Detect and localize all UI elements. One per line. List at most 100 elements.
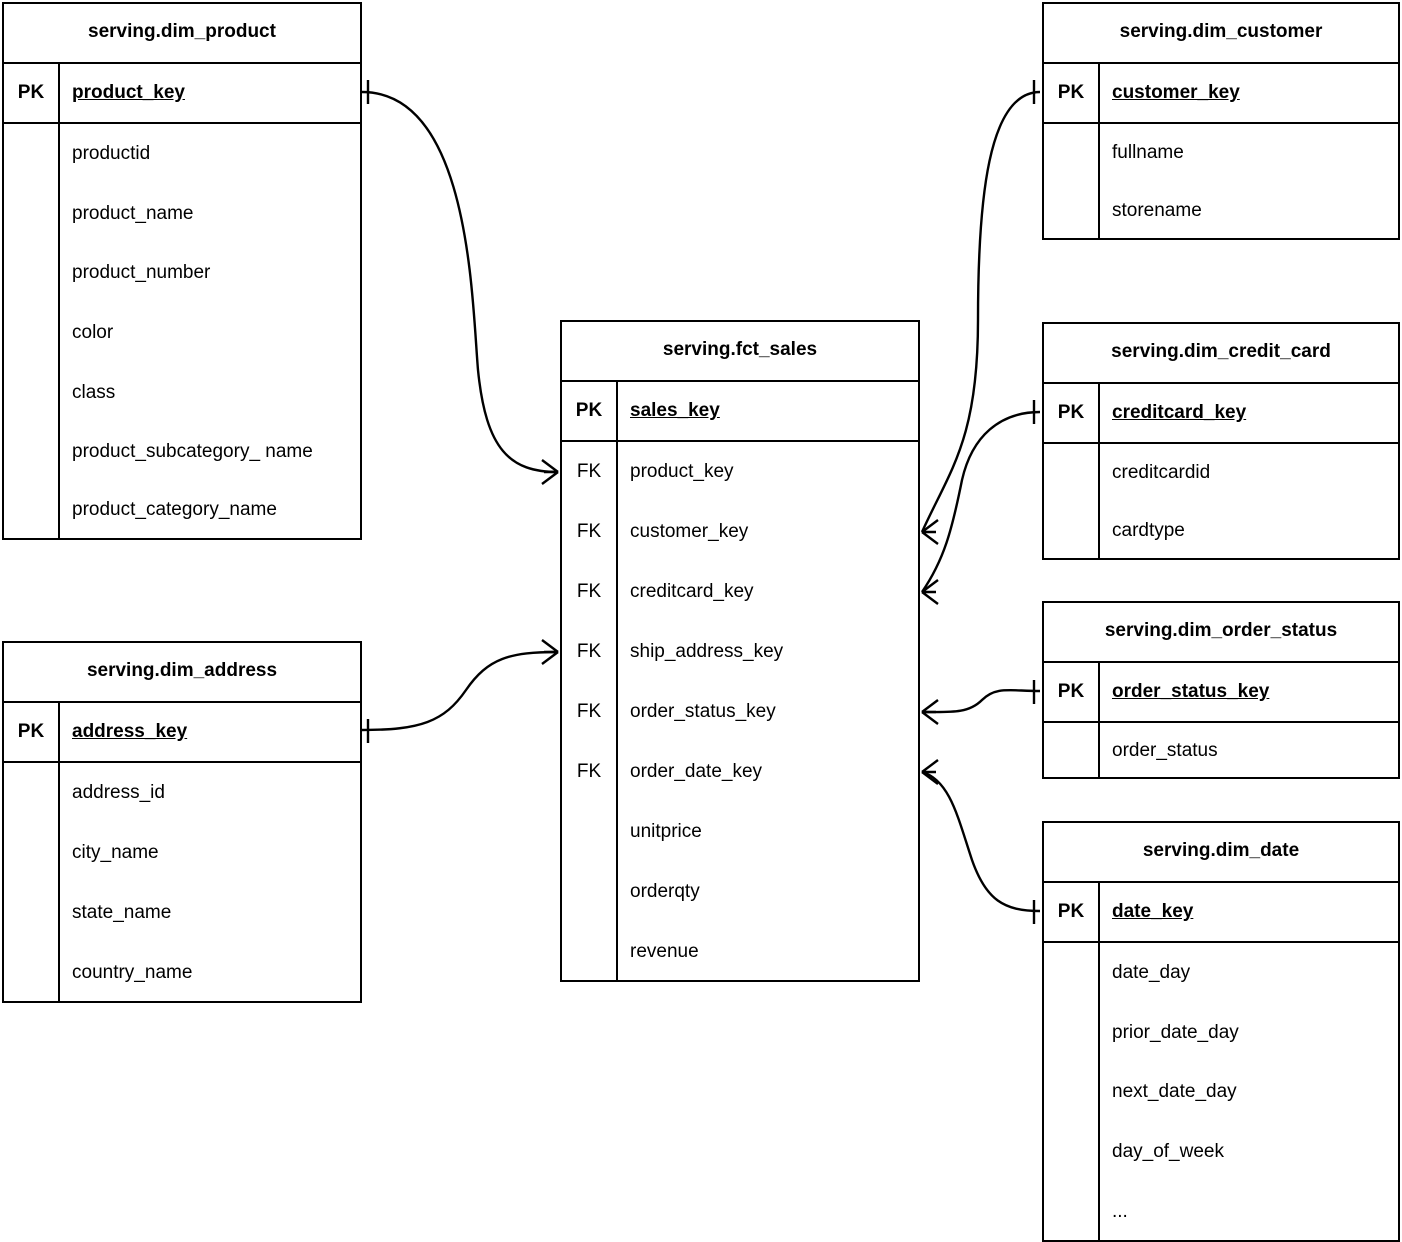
attribute-row: order_status xyxy=(1112,740,1218,761)
attribute-row: state_name xyxy=(72,902,172,923)
entity-dim-order-status[interactable]: serving.dim_order_status PK order_status… xyxy=(1042,601,1400,779)
attribute-row: prior_date_day xyxy=(1112,1021,1239,1043)
attribute-row: product_key xyxy=(630,461,734,482)
attribute-row: country_name xyxy=(72,962,193,983)
key-slot xyxy=(4,883,58,943)
attribute-row: product_subcategory_ name xyxy=(72,440,313,462)
attribute-row: order_status_key xyxy=(630,701,776,722)
entity-title-dim-address: serving.dim_address xyxy=(4,643,360,703)
pk-field-name: date_key xyxy=(1112,901,1194,922)
edge-product-to-sales xyxy=(361,90,559,474)
key-slot xyxy=(4,423,58,481)
entity-title-dim-date: serving.dim_date xyxy=(1044,823,1398,883)
key-slot xyxy=(1044,1063,1098,1123)
key-column xyxy=(1044,943,1100,1242)
key-slot xyxy=(4,763,58,823)
key-column: FK FK FK FK FK FK xyxy=(562,442,618,982)
pk-row-dim-address[interactable]: PK address_key xyxy=(4,703,360,763)
pk-field-name: product_key xyxy=(72,82,185,103)
pk-badge: PK xyxy=(562,382,618,440)
edge-creditcard-crowfoot xyxy=(921,579,939,605)
fk-badge: FK xyxy=(576,761,602,782)
key-column xyxy=(1044,444,1100,560)
entity-fct-sales[interactable]: serving.fct_sales PK sales_key FK FK FK … xyxy=(560,320,920,982)
attribute-list-dim-product: productid product_name product_number co… xyxy=(4,124,360,540)
attribute-row: ... xyxy=(1112,1201,1128,1223)
attribute-row: storename xyxy=(1112,200,1202,221)
key-slot xyxy=(1044,124,1098,182)
attribute-row: ship_address_key xyxy=(630,641,784,662)
attribute-row: cardtype xyxy=(1112,520,1185,541)
attribute-list-dim-address: address_id city_name state_name country_… xyxy=(4,763,360,1003)
fk-badge: FK xyxy=(576,461,602,482)
key-slot xyxy=(1044,1182,1098,1242)
pk-field-name: customer_key xyxy=(1112,82,1240,103)
key-slot xyxy=(1044,723,1098,779)
attribute-row: color xyxy=(72,322,114,344)
key-slot xyxy=(1044,502,1098,560)
attribute-row: date_day xyxy=(1112,961,1191,983)
edge-address-to-sales xyxy=(361,650,559,732)
edge-product-crowfoot xyxy=(541,459,559,485)
attribute-list-fct-sales: FK FK FK FK FK FK product_key customer_k… xyxy=(562,442,918,982)
attribute-row: product_number xyxy=(72,262,211,284)
key-slot xyxy=(4,184,58,244)
entity-dim-product[interactable]: serving.dim_product PK product_key produ… xyxy=(2,2,362,540)
attribute-row: next_date_day xyxy=(1112,1081,1237,1103)
attribute-list-dim-order-status: order_status xyxy=(1044,723,1398,779)
entity-title-dim-customer: serving.dim_customer xyxy=(1044,4,1398,64)
edge-customer-crowfoot xyxy=(921,519,939,545)
pk-badge: PK xyxy=(1044,663,1100,721)
pk-badge: PK xyxy=(1044,64,1100,122)
pk-row-dim-product[interactable]: PK product_key xyxy=(4,64,360,124)
key-column xyxy=(4,763,60,1003)
key-slot xyxy=(1044,182,1098,240)
name-column: address_id city_name state_name country_… xyxy=(60,763,360,1003)
key-column xyxy=(4,124,60,540)
attribute-row: order_date_key xyxy=(630,761,763,782)
key-slot xyxy=(4,243,58,303)
attribute-row: revenue xyxy=(630,941,699,962)
attribute-row: orderqty xyxy=(630,881,700,902)
entity-dim-customer[interactable]: serving.dim_customer PK customer_key ful… xyxy=(1042,2,1400,240)
key-slot xyxy=(562,802,616,862)
name-column: creditcardid cardtype xyxy=(1100,444,1398,560)
fk-badge: FK xyxy=(576,701,602,722)
attribute-row: product_category_name xyxy=(72,499,277,521)
key-slot xyxy=(562,862,616,922)
pk-row-fct-sales[interactable]: PK sales_key xyxy=(562,382,918,442)
edge-orderstatus-crowfoot xyxy=(921,699,939,725)
key-slot xyxy=(4,480,58,540)
entity-dim-credit-card[interactable]: serving.dim_credit_card PK creditcard_ke… xyxy=(1042,322,1400,560)
attribute-row: fullname xyxy=(1112,142,1184,163)
fk-badge: FK xyxy=(576,641,602,662)
pk-row-dim-customer[interactable]: PK customer_key xyxy=(1044,64,1398,124)
edge-orderstatus-to-sales xyxy=(921,688,1041,714)
entity-title-fct-sales: serving.fct_sales xyxy=(562,322,918,382)
entity-dim-address[interactable]: serving.dim_address PK address_key addre… xyxy=(2,641,362,1003)
edge-creditcard-to-sales xyxy=(921,410,1041,593)
pk-row-dim-date[interactable]: PK date_key xyxy=(1044,883,1398,943)
pk-badge: PK xyxy=(4,703,60,761)
pk-badge: PK xyxy=(1044,883,1100,941)
attribute-list-dim-date: date_day prior_date_day next_date_day da… xyxy=(1044,943,1398,1242)
entity-title-dim-credit-card: serving.dim_credit_card xyxy=(1044,324,1398,384)
attribute-row: customer_key xyxy=(630,521,749,542)
key-slot xyxy=(4,943,58,1003)
pk-row-dim-credit-card[interactable]: PK creditcard_key xyxy=(1044,384,1398,444)
name-column: productid product_name product_number co… xyxy=(60,124,360,540)
pk-field-name: address_key xyxy=(72,721,188,742)
name-column: fullname storename xyxy=(1100,124,1398,240)
entity-dim-date[interactable]: serving.dim_date PK date_key date_day pr… xyxy=(1042,821,1400,1242)
pk-badge: PK xyxy=(4,64,60,122)
attribute-row: creditcard_key xyxy=(630,581,754,602)
attribute-row: creditcardid xyxy=(1112,462,1211,483)
key-column xyxy=(1044,723,1100,779)
pk-row-dim-order-status[interactable]: PK order_status_key xyxy=(1044,663,1398,723)
attribute-row: day_of_week xyxy=(1112,1141,1224,1163)
pk-field-name: order_status_key xyxy=(1112,681,1270,702)
pk-field-name: sales_key xyxy=(630,400,720,421)
key-slot xyxy=(1044,1003,1098,1063)
fk-badge: FK xyxy=(576,581,602,602)
